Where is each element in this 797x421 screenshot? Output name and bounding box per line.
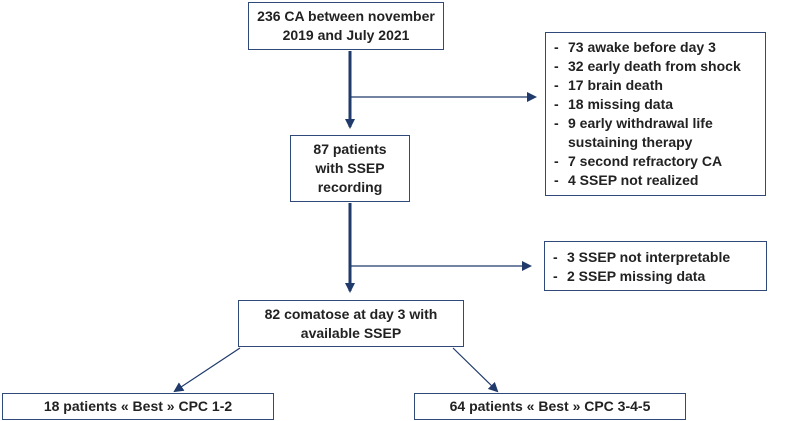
ssep-line-2: with SSEP — [315, 160, 385, 176]
comatose-line-1: 82 comatose at day 3 with — [264, 305, 438, 322]
outcome-poor-box: 64 patients « Best » CPC 3-4-5 — [414, 393, 686, 420]
exclusion-1-item: 9 early withdrawal life sustaining thera… — [554, 114, 757, 152]
ssep-line-1: 87 patients — [313, 141, 387, 157]
start-line-2: 2019 and July 2021 — [282, 27, 410, 43]
exclusion-1-item: 73 awake before day 3 — [554, 38, 757, 57]
outcome-good-box: 18 patients « Best » CPC 1-2 — [2, 393, 274, 420]
exclusion-box-2: 3 SSEP not interpretable 2 SSEP missing … — [544, 241, 767, 291]
comatose-box: 82 comatose at day 3 with available SSEP — [238, 300, 464, 347]
outcome-good-label: 18 patients « Best » CPC 1-2 — [43, 398, 233, 414]
exclusion-2-item: 3 SSEP not interpretable — [553, 248, 758, 267]
ssep-line-3: recording — [317, 179, 383, 195]
exclusion-1-item: 17 brain death — [554, 76, 757, 95]
comatose-line-2: available SSEP — [300, 324, 402, 341]
arrow-to-outcome-poor — [452, 347, 499, 393]
exclusion-1-item: 4 SSEP not realized — [554, 171, 757, 190]
start-box: 236 CA between november 2019 and July 20… — [248, 2, 444, 50]
arrow-to-outcome-good — [173, 347, 241, 393]
exclusion-1-item: 18 missing data — [554, 95, 757, 114]
outcome-poor-label: 64 patients « Best » CPC 3-4-5 — [449, 398, 651, 414]
exclusion-1-item: 7 second refractory CA — [554, 152, 757, 171]
exclusion-box-1: 73 awake before day 3 32 early death fro… — [545, 32, 766, 196]
exclusion-2-item: 2 SSEP missing data — [553, 267, 758, 286]
ssep-recording-box: 87 patients with SSEP recording — [290, 135, 410, 202]
start-line-1: 236 CA between november — [257, 8, 435, 24]
exclusion-1-item: 32 early death from shock — [554, 57, 757, 76]
